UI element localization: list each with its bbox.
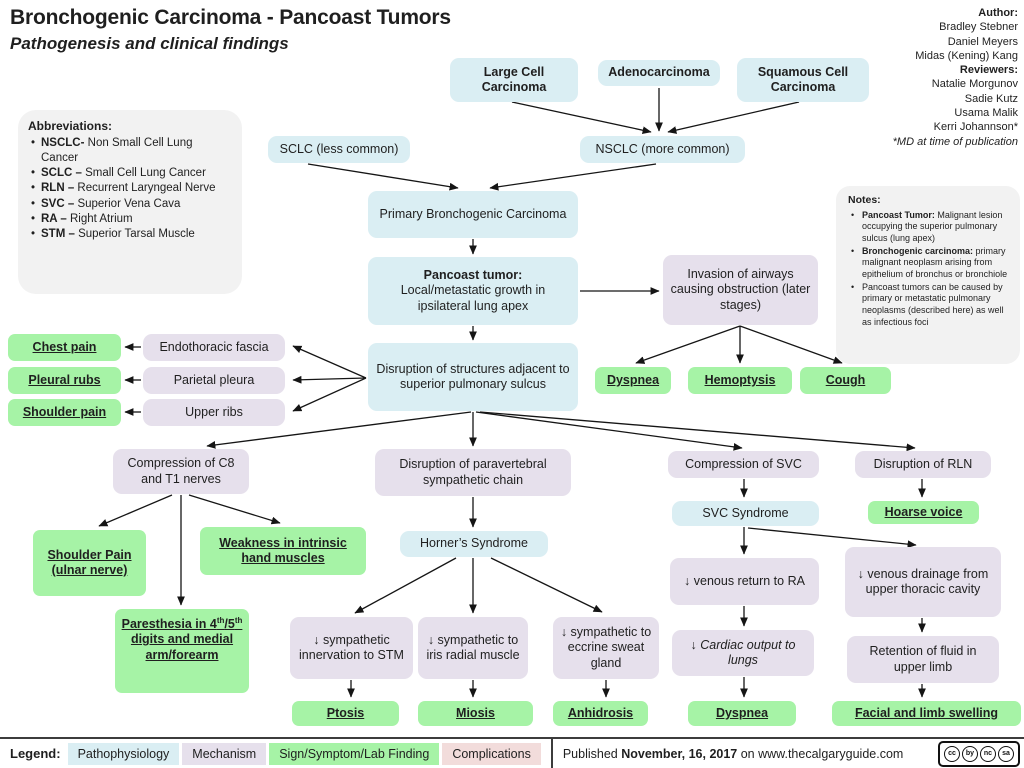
node-retention-fluid: Retention of fluid in upper limb: [847, 636, 999, 683]
cc-icon: cc: [944, 745, 960, 762]
node-primary-bronchogenic-carcinoma: Primary Bronchogenic Carcinoma: [368, 191, 578, 238]
author-label: Author:: [978, 7, 1018, 19]
node-paresthesia: Paresthesia in 4th/5th digits and medial…: [115, 609, 249, 693]
notes-panel: Notes: Pancoast Tumor: Malignant lesion …: [836, 186, 1020, 364]
node-shoulder-pain: Shoulder pain: [8, 399, 121, 426]
node-svc-syndrome: SVC Syndrome: [672, 501, 819, 526]
note-item: Pancoast Tumor: Malignant lesion occupyi…: [848, 210, 1008, 245]
node-dyspnea-airways: Dyspnea: [595, 367, 671, 394]
node-compression-svc: Compression of SVC: [668, 451, 819, 478]
abbreviation-item: SVC – Superior Vena Cava: [28, 197, 232, 212]
footer-bar: Legend: Pathophysiology Mechanism Sign/S…: [0, 737, 1024, 768]
author-name: Midas (Kening) Kang: [915, 49, 1018, 62]
pancoast-tumor-description: Local/metastatic growth in ipsilateral l…: [400, 283, 546, 313]
abbreviation-item: RLN – Recurrent Laryngeal Nerve: [28, 181, 232, 196]
legend-item-pathophysiology: Pathophysiology: [67, 742, 180, 765]
node-venous-return-ra: ↓ venous return to RA: [670, 558, 819, 605]
node-venous-drainage: ↓ venous drainage from upper thoracic ca…: [845, 547, 1001, 617]
legend-item-mechanism: Mechanism: [182, 742, 267, 765]
credits-block: Author: Bradley Stebner Daniel Meyers Mi…: [808, 6, 1018, 149]
node-endothoracic-fascia: Endothoracic fascia: [143, 334, 285, 361]
node-upper-ribs: Upper ribs: [143, 399, 285, 426]
credits-footnote: *MD at time of publication: [892, 135, 1018, 148]
legend-item-sign-symptom: Sign/Symptom/Lab Finding: [269, 742, 440, 765]
page-title: Bronchogenic Carcinoma - Pancoast Tumors: [10, 6, 451, 29]
cc-by-icon: by: [962, 745, 978, 762]
node-nsclc: NSCLC (more common): [580, 136, 745, 163]
abbreviation-item: NSCLC- Non Small Cell Lung Cancer: [28, 136, 232, 166]
abbreviations-title: Abbreviations:: [28, 119, 113, 133]
footer-divider: [550, 738, 553, 768]
node-cardiac-output: ↓ Cardiac output to lungs: [672, 630, 814, 676]
author-name: Daniel Meyers: [947, 35, 1018, 48]
reviewers-label: Reviewers:: [959, 64, 1018, 77]
reviewer-name: Sadie Kutz: [964, 92, 1018, 105]
node-shoulder-pain-ulnar: Shoulder Pain (ulnar nerve): [33, 530, 146, 596]
abbreviation-item: RA – Right Atrium: [28, 212, 232, 227]
legend-item-complications: Complications: [442, 742, 541, 765]
node-chest-pain: Chest pain: [8, 334, 121, 361]
node-sclc: SCLC (less common): [268, 136, 410, 163]
node-invasion-airways: Invasion of airways causing obstruction …: [663, 255, 818, 325]
page-subtitle: Pathogenesis and clinical findings: [10, 34, 289, 53]
node-pancoast-tumor: Pancoast tumor: Local/metastatic growth …: [368, 257, 578, 325]
node-sympathetic-eccrine: ↓ sympathetic to eccrine sweat gland: [553, 617, 659, 679]
node-ptosis: Ptosis: [292, 701, 399, 726]
node-sympathetic-stm: ↓ sympathetic innervation to STM: [290, 617, 413, 679]
node-cough: Cough: [800, 367, 891, 394]
pancoast-tumor-heading: Pancoast tumor:: [423, 268, 523, 283]
cc-nc-icon: nc: [980, 745, 996, 762]
node-horners-syndrome: Horner’s Syndrome: [400, 531, 548, 557]
node-parietal-pleura: Parietal pleura: [143, 367, 285, 394]
node-disruption-rln: Disruption of RLN: [855, 451, 991, 478]
node-weakness-hand-muscles: Weakness in intrinsic hand muscles: [200, 527, 366, 575]
notes-title: Notes:: [848, 194, 881, 206]
published-date: November, 16, 2017: [621, 746, 738, 761]
node-hemoptysis: Hemoptysis: [688, 367, 792, 394]
node-paravertebral-chain: Disruption of paravertebral sympathetic …: [375, 449, 571, 496]
node-pleural-rubs: Pleural rubs: [8, 367, 121, 394]
node-large-cell-carcinoma: Large Cell Carcinoma: [450, 58, 578, 102]
author-name: Bradley Stebner: [939, 21, 1018, 34]
reviewer-name: Natalie Morgunov: [931, 78, 1018, 91]
reviewer-name: Kerri Johannson*: [933, 121, 1018, 134]
node-dyspnea-cardiac: Dyspnea: [688, 701, 796, 726]
cc-sa-icon: sa: [998, 745, 1014, 762]
abbreviation-item: STM – Superior Tarsal Muscle: [28, 227, 232, 242]
node-sympathetic-iris: ↓ sympathetic to iris radial muscle: [418, 617, 528, 679]
published-line: Published November, 16, 2017 on www.thec…: [562, 746, 904, 761]
reviewer-name: Usama Malik: [954, 107, 1018, 120]
node-compression-c8-t1: Compression of C8 and T1 nerves: [113, 449, 249, 494]
node-disruption-structures: Disruption of structures adjacent to sup…: [368, 343, 578, 411]
node-hoarse-voice: Hoarse voice: [868, 501, 979, 524]
note-item: Pancoast tumors can be caused by primary…: [848, 282, 1008, 329]
node-squamous-cell-carcinoma: Squamous Cell Carcinoma: [737, 58, 869, 102]
node-miosis: Miosis: [418, 701, 533, 726]
abbreviation-item: SCLC – Small Cell Lung Cancer: [28, 166, 232, 181]
abbreviations-panel: Abbreviations: NSCLC- Non Small Cell Lun…: [18, 110, 242, 294]
cc-license-badge: cc by nc sa: [938, 740, 1020, 767]
node-adenocarcinoma: Adenocarcinoma: [598, 60, 720, 86]
note-item: Bronchogenic carcinoma: primary malignan…: [848, 246, 1008, 281]
node-facial-limb-swelling: Facial and limb swelling: [832, 701, 1021, 726]
legend-label: Legend:: [10, 746, 61, 761]
node-anhidrosis: Anhidrosis: [553, 701, 648, 726]
